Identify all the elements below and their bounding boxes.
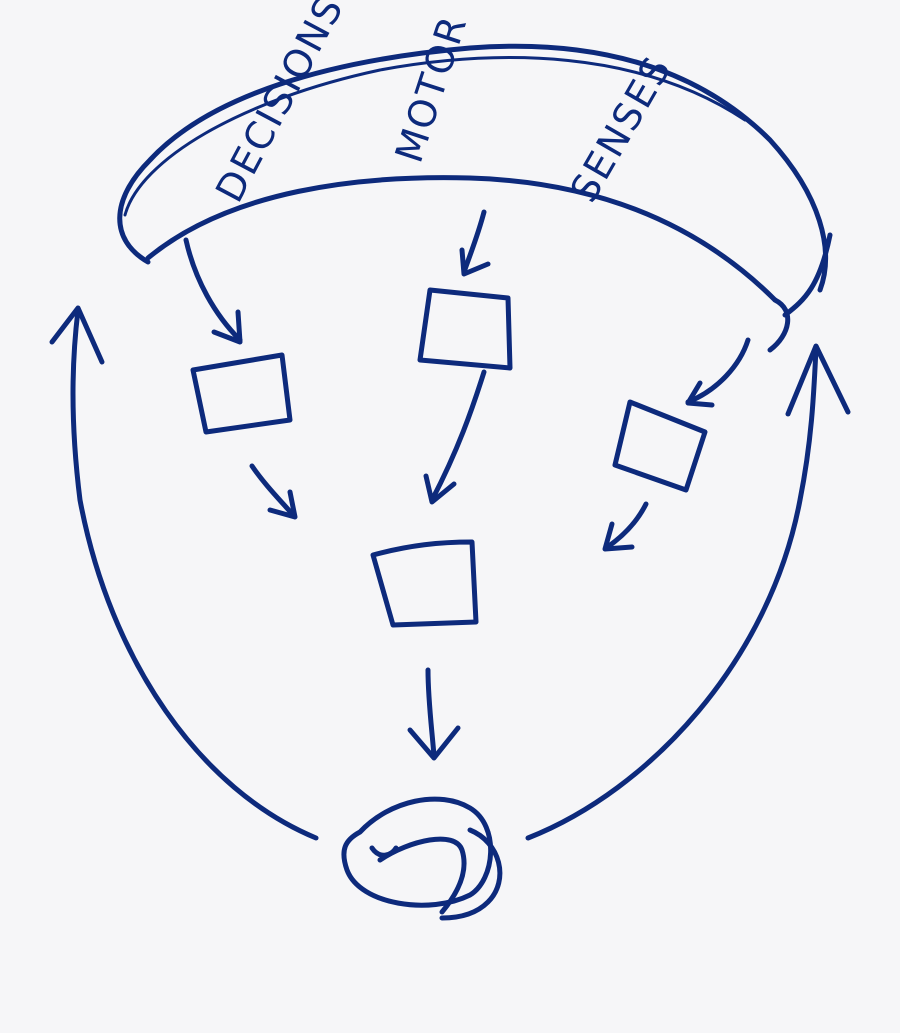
box-senses xyxy=(612,399,708,493)
top-band xyxy=(117,43,833,353)
arrow-decisions-to-box xyxy=(183,237,243,345)
arrow-integration-to-organ xyxy=(407,667,461,761)
arrow-motor-to-box xyxy=(459,209,491,277)
arrow-left-loop xyxy=(49,305,319,841)
box-integration xyxy=(370,539,479,628)
label-motor: MOTOR xyxy=(387,9,476,167)
band-inner-edge xyxy=(145,175,778,303)
arrow-decisions-out xyxy=(249,463,298,520)
arrow-motor-to-integration xyxy=(423,369,487,505)
band-outer-edge xyxy=(117,43,828,293)
label-senses: SENSES xyxy=(562,48,681,209)
organ-blob xyxy=(341,796,503,921)
box-decisions xyxy=(190,352,293,435)
box-motor xyxy=(417,287,513,371)
arrow-senses-to-box xyxy=(685,337,751,408)
band-right-end xyxy=(767,232,833,353)
band-outer-edge-stroke2 xyxy=(123,56,747,217)
arrow-senses-out xyxy=(602,501,649,552)
arrow-right-loop xyxy=(525,343,851,841)
